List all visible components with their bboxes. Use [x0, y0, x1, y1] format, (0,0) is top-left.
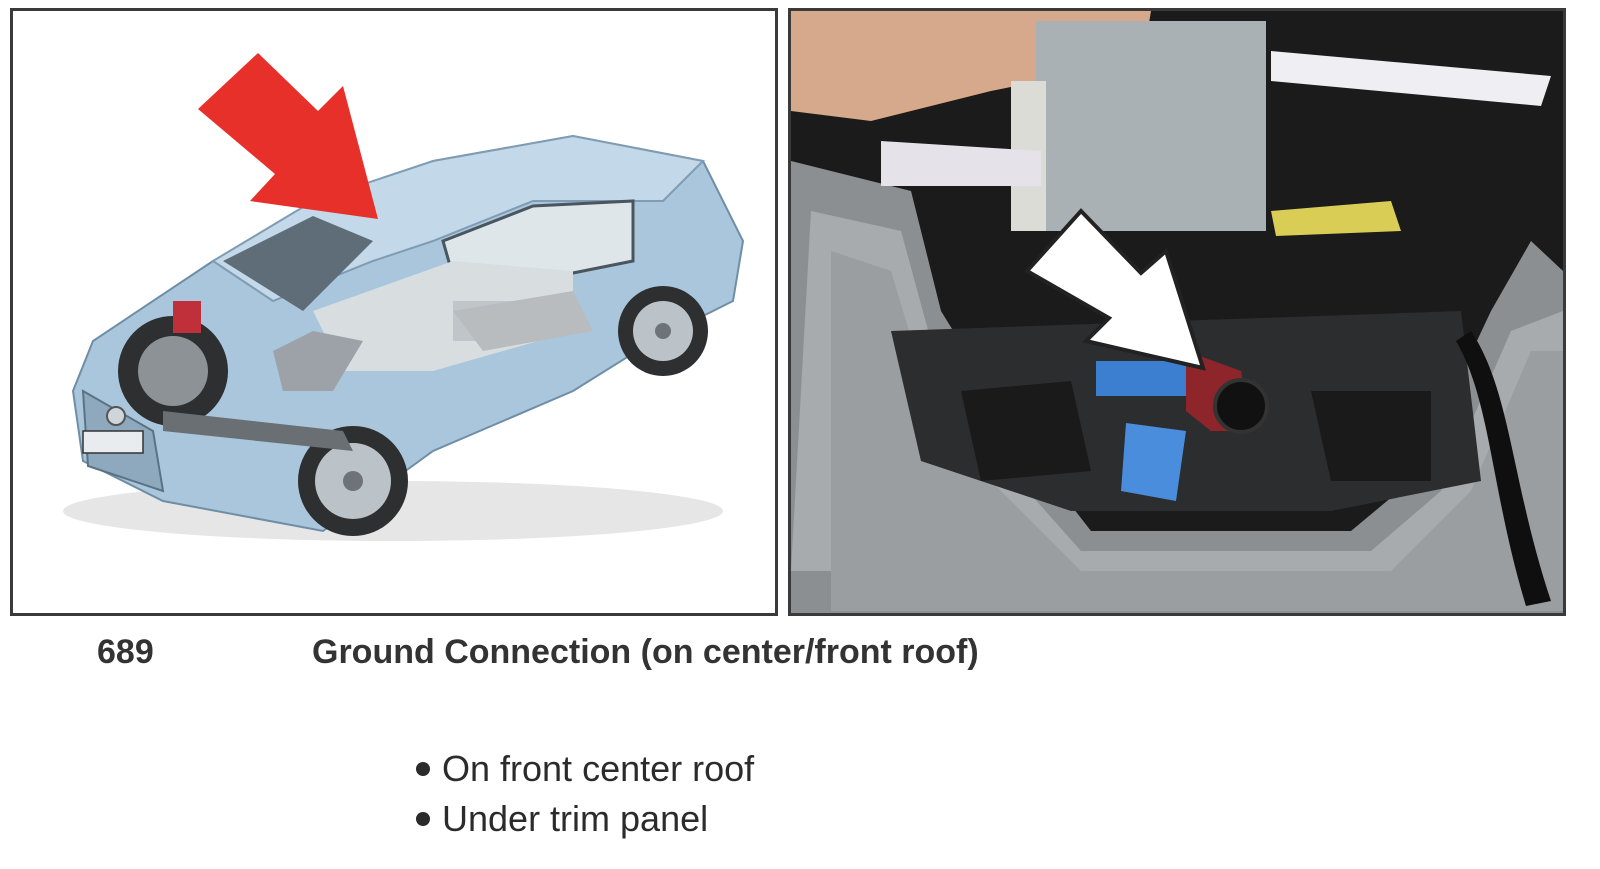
list-item: Under trim panel: [416, 794, 754, 844]
car-illustration-panel: [10, 8, 778, 616]
roof-photo-panel: [788, 8, 1566, 616]
roof-console-photo: [791, 11, 1563, 613]
figure-number: 689: [97, 633, 154, 671]
figure-caption: 689 Ground Connection (on center/front r…: [0, 633, 1600, 683]
bullet-icon: [416, 762, 430, 776]
figure-title: Ground Connection (on center/front roof): [312, 633, 979, 671]
bullet-text: Under trim panel: [442, 798, 709, 839]
white-arrow-icon: [1023, 208, 1206, 371]
location-bullet-list: On front center roof Under trim panel: [416, 744, 754, 844]
list-item: On front center roof: [416, 744, 754, 794]
car-cutaway-illustration: [63, 53, 745, 541]
bullet-icon: [416, 812, 430, 826]
bullet-text: On front center roof: [442, 748, 755, 789]
red-arrow-icon: [198, 53, 378, 219]
